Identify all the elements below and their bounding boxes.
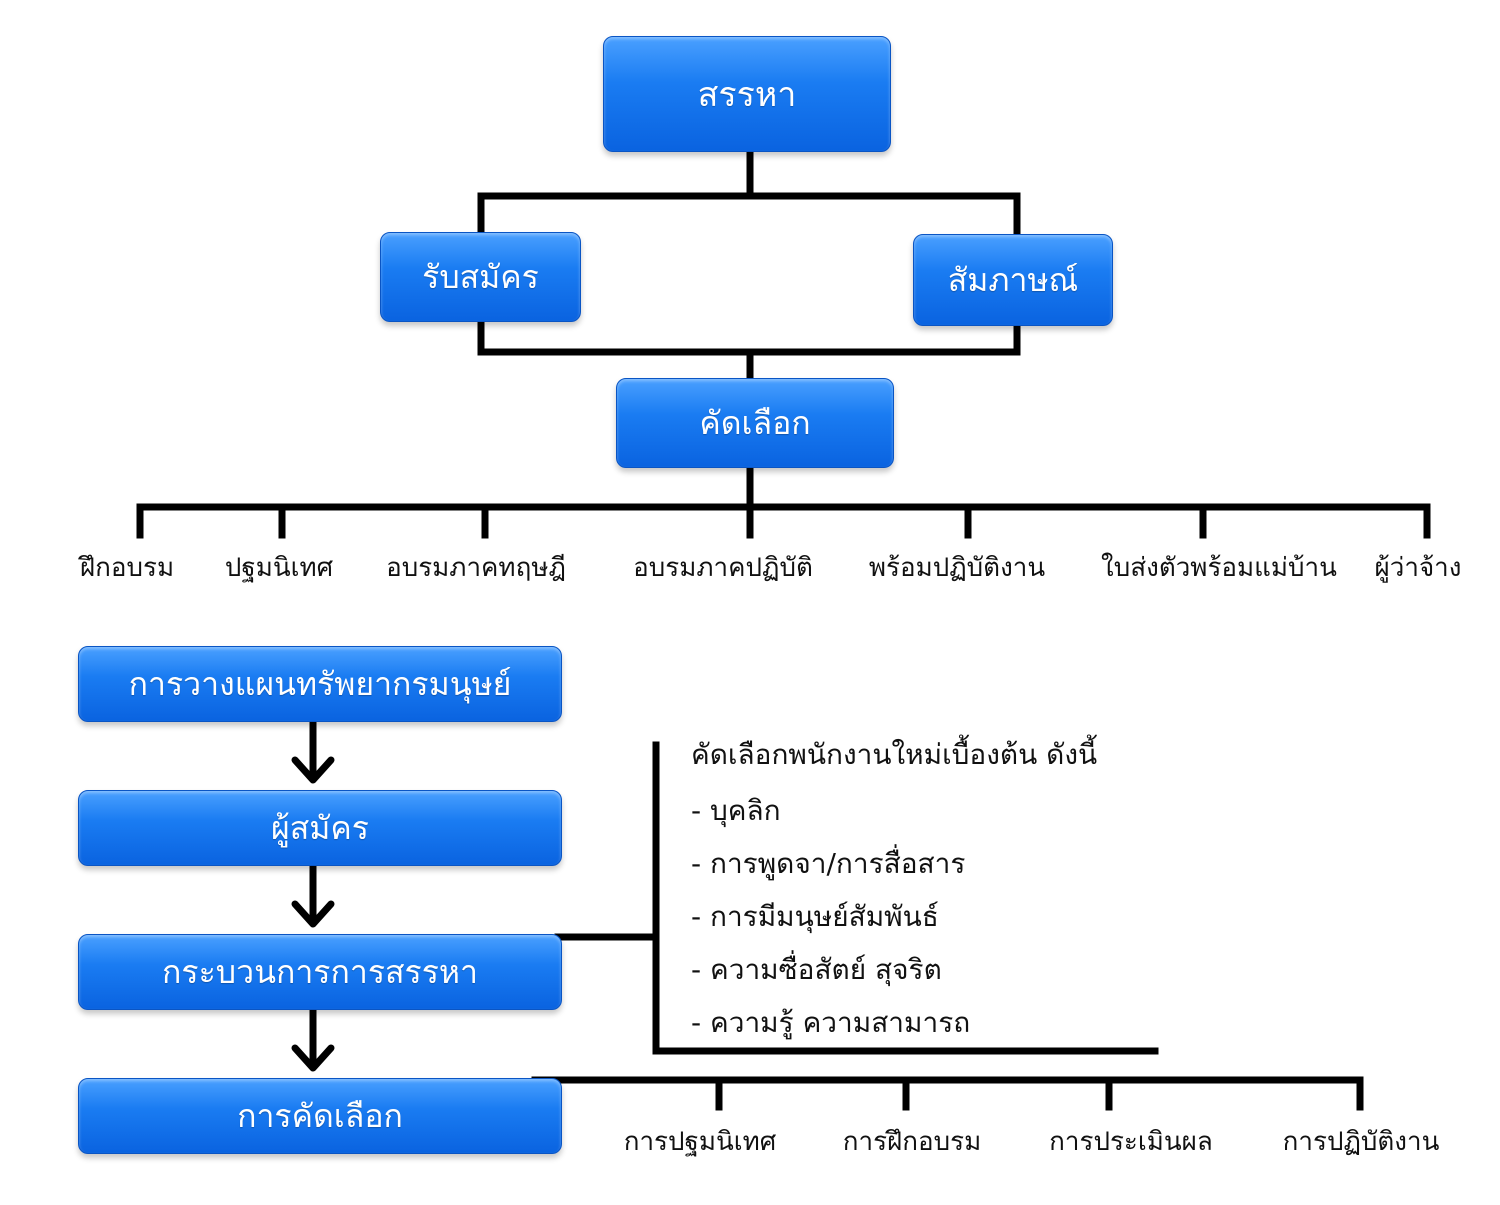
outcome-label: ปฐมนิเทศ — [224, 553, 334, 583]
outcome-label: อบรมภาคทฤษฎี — [386, 553, 566, 583]
recruit-box: สรรหา — [603, 36, 891, 152]
criteria-item: - การพูดจา/การสื่อสาร — [691, 847, 966, 880]
recruitment-process-box: กระบวนการการสรรหา — [78, 934, 562, 1010]
criteria-item: - บุคลิก — [691, 794, 781, 827]
outcome-label: อบรมภาคปฏิบัติ — [633, 553, 813, 583]
flow-outcome-label: การปฏิบัติงาน — [1282, 1127, 1440, 1157]
interview-label: สัมภาษณ์ — [947, 260, 1079, 299]
applicant-box: ผู้สมัคร — [78, 790, 562, 866]
flow-outcome-label: การฝึกอบรม — [842, 1127, 982, 1157]
outcome-label: พร้อมปฏิบัติงาน — [868, 553, 1046, 583]
outcome-label: ผู้ว่าจ้าง — [1374, 553, 1462, 583]
recruitment-process-label: กระบวนการการสรรหา — [162, 952, 478, 991]
criteria-title: คัดเลือกพนักงานใหม่เบื้องต้น ดังนี้ — [691, 738, 1098, 771]
apply-box: รับสมัคร — [380, 232, 581, 322]
select-box: คัดเลือก — [616, 378, 894, 468]
criteria-item: - ความซื่อสัตย์ สุจริต — [691, 953, 942, 986]
apply-label: รับสมัคร — [422, 257, 539, 296]
criteria-item: - ความรู้ ความสามารถ — [691, 1006, 971, 1039]
criteria-item: - การมีมนุษย์สัมพันธ์ — [691, 900, 939, 933]
interview-box: สัมภาษณ์ — [913, 234, 1113, 326]
hr-planning-label: การวางแผนทรัพยากรมนุษย์ — [128, 664, 512, 703]
selection-label: การคัดเลือก — [237, 1096, 403, 1135]
flow-outcome-label: การประเมินผล — [1049, 1127, 1213, 1157]
recruit-label: สรรหา — [697, 75, 797, 115]
outcome-label: ฝึกอบรม — [79, 553, 175, 583]
selection-box: การคัดเลือก — [78, 1078, 562, 1154]
hr-planning-box: การวางแผนทรัพยากรมนุษย์ — [78, 646, 562, 722]
flow-outcome-label: การปฐมนิเทศ — [623, 1127, 777, 1157]
outcome-label: ใบส่งตัวพร้อมแม่บ้าน — [1101, 553, 1337, 583]
select-label: คัดเลือก — [699, 403, 811, 442]
applicant-label: ผู้สมัคร — [271, 808, 369, 847]
